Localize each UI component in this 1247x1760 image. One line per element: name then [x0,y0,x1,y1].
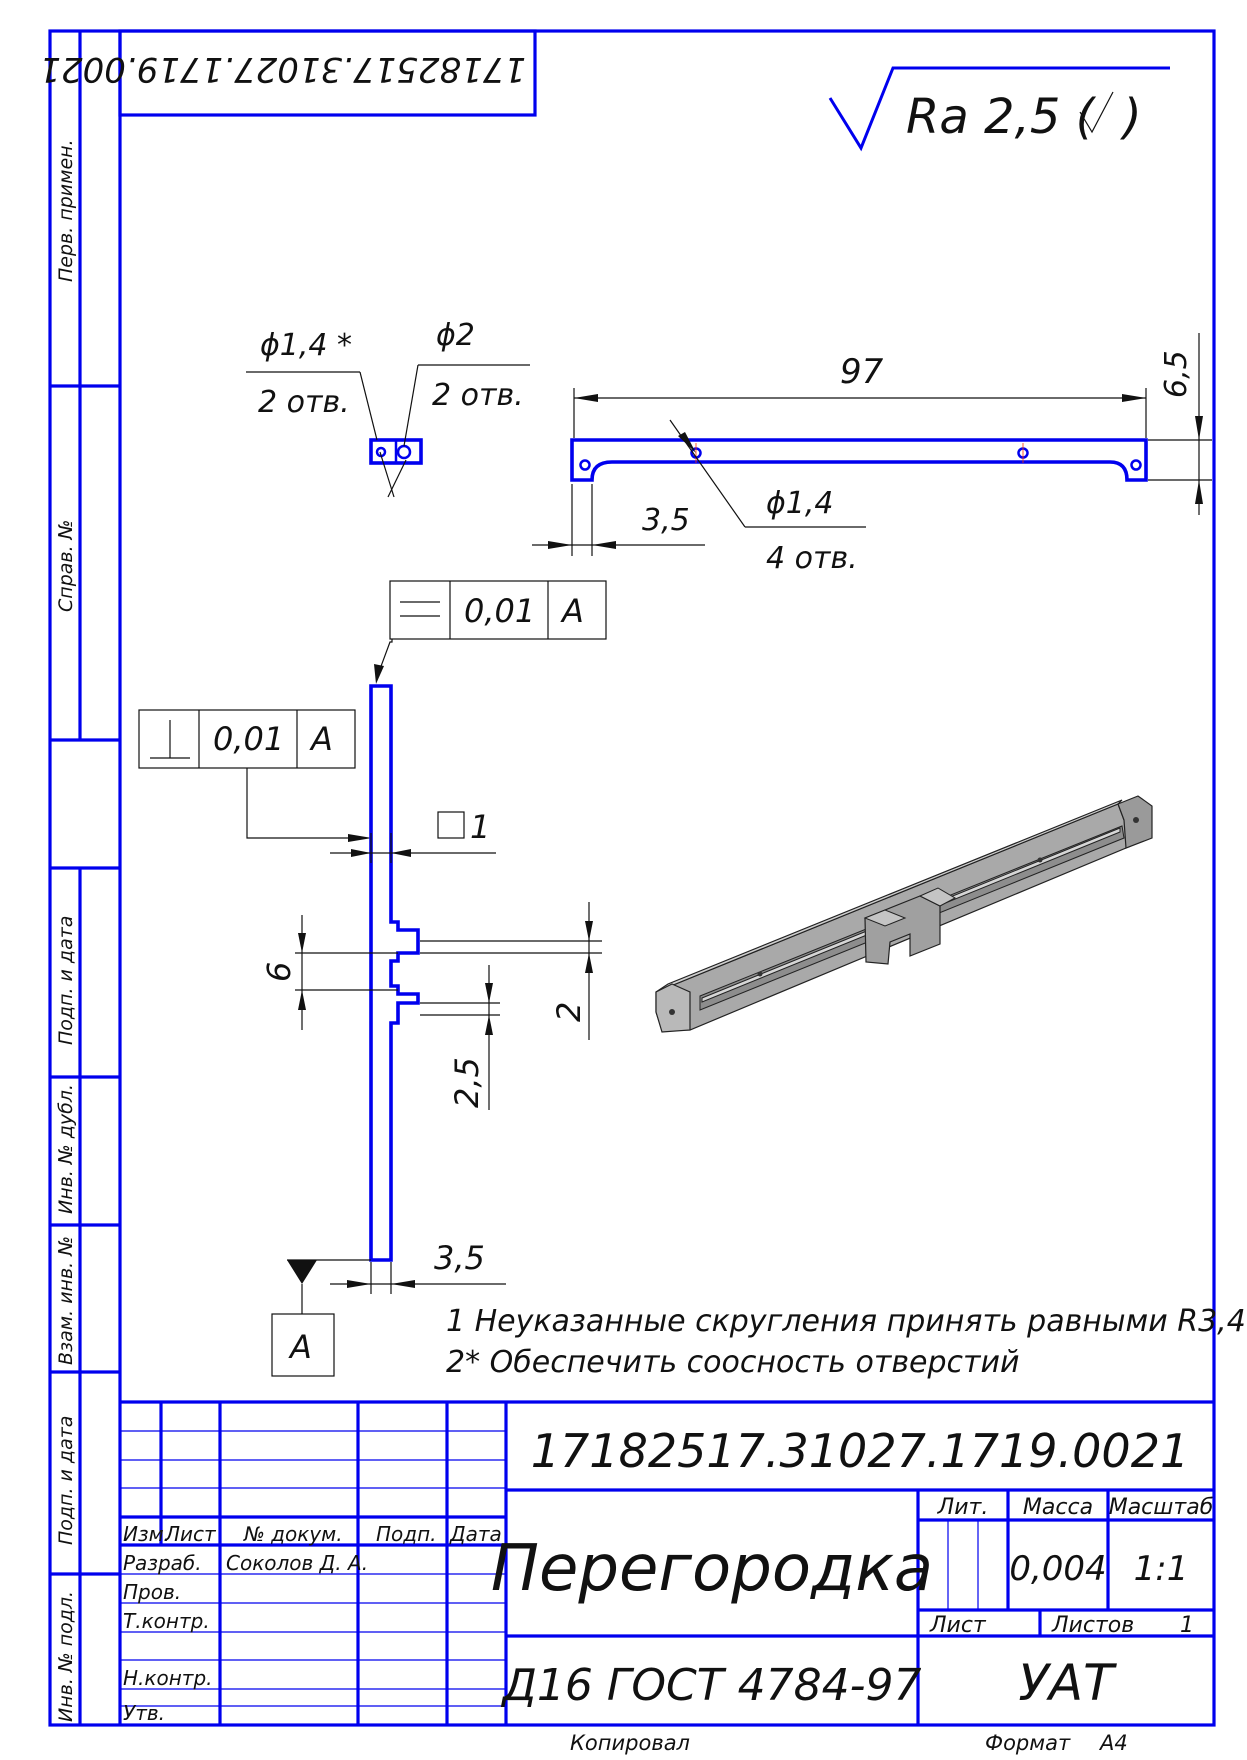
top-code-box [118,29,537,117]
sheets-value: 1 [1180,1613,1194,1638]
square-icon [437,811,465,839]
dim-hole-d2: ϕ2 [436,318,475,353]
mass-label: Масса [1023,1495,1093,1520]
razrab-name: Соколов Д. А. [226,1551,368,1575]
dim-height-65: 6,5 [1159,350,1194,398]
dim-hole-d14-star: ϕ1,4 * [260,328,352,363]
front-view: 1 6 2 2,5 3,5 A [260,684,602,1377]
razrab-label: Разраб. [123,1551,202,1575]
dim-slot-25: 2,5 [448,1057,486,1108]
datum-triangle-icon [287,1260,317,1284]
isometric-view [655,795,1153,1033]
dim-offset-35: 3,5 [642,503,690,538]
parallel-value: 0,01 [464,592,535,630]
dim-holes-2a: 2 отв. [258,385,350,420]
end-view: ϕ1,4 * 2 отв. ϕ2 2 отв. [246,318,530,498]
hole-icon [669,1009,675,1015]
top-view: 97 6,5 3,5 ϕ1,4 4 отв. [532,333,1212,576]
format-label: Формат [985,1731,1071,1755]
note-1: 1 Неуказанные скругления принять равными… [446,1304,1246,1339]
lit-label: Лит. [937,1495,989,1520]
data-label: Дата [449,1522,502,1546]
podp-label: Подп. [376,1522,437,1546]
mass-value: 0,004 [1009,1549,1106,1589]
no-dokum-label: № докум. [243,1522,343,1546]
perp-value: 0,01 [213,720,284,758]
perpendicularity-frame: 0,01 A [138,709,372,842]
dim-holes-4: 4 отв. [766,541,858,576]
vzam-inv-label: Взам. инв. № [55,1236,77,1365]
hole-large-icon [396,444,412,460]
scale-label: Масштаб [1109,1495,1214,1520]
organization: УАТ [1018,1654,1117,1712]
hole-icon [1037,857,1043,863]
dim-thickness-35: 3,5 [434,1239,485,1277]
hole-icon [1130,459,1142,471]
perv-primen-label: Перв. примен. [55,139,77,282]
top-code-rotated: 17182517.31027.1719.0021 [39,49,526,89]
izm-label: Изм. [123,1522,170,1546]
inv-podl-label: Инв. № подл. [55,1591,77,1722]
kopiroval-label: Копировал [570,1731,690,1755]
doc-code: 17182517.31027.1719.0021 [531,1424,1189,1478]
sheet-label: Лист [929,1613,987,1638]
dim-holes-2b: 2 отв. [432,378,524,413]
nkontr-label: Н.контр. [123,1666,213,1690]
podp-data-label-2: Подп. и дата [55,1416,77,1545]
tkontr-label: Т.контр. [123,1609,210,1633]
roughness-check-icon [1079,91,1114,134]
hole-icon [1133,817,1139,823]
dim-length-97: 97 [840,352,884,392]
note-2: 2* Обеспечить соосность отверстий [446,1345,1020,1380]
side-stamp: Перв. примен. Справ. № Подп. и дата Инв.… [50,31,120,1725]
roughness-text: Ra 2,5 ( [906,89,1097,145]
material: Д16 ГОСТ 4784-97 [501,1660,922,1711]
utv-label: Утв. [123,1701,165,1725]
perp-datum: A [309,720,333,758]
sprav-no-label: Справ. № [55,520,77,612]
prov-label: Пров. [123,1580,181,1604]
hole-icon [757,971,763,977]
roughness-symbol: Ra 2,5 ( ) [828,66,1170,152]
scale-value: 1:1 [1134,1549,1189,1589]
podp-data-label-1: Подп. и дата [55,916,77,1045]
outer-frame [48,29,1216,1727]
format-value: А4 [1098,1731,1128,1755]
parallelism-frame: 0,01 A [374,580,607,684]
dim-width-6: 6 [260,962,298,982]
sheets-label: Листов [1051,1613,1134,1638]
parallel-datum: A [560,592,584,630]
dim-square-1: 1 [470,808,490,846]
part-name: Перегородка [491,1532,933,1606]
dim-slot-2: 2 [550,1002,588,1022]
roughness-close: ) [1120,89,1142,145]
hole-icon [579,459,591,471]
list-label: Лист [164,1522,217,1546]
dim-hole-d14: ϕ1,4 [766,486,834,521]
title-block: Изм. Лист № докум. Подп. Дата Разраб. Со… [120,1400,1214,1725]
inv-dubl-label: Инв. № дубл. [55,1084,77,1214]
datum-label: A [288,1328,312,1366]
